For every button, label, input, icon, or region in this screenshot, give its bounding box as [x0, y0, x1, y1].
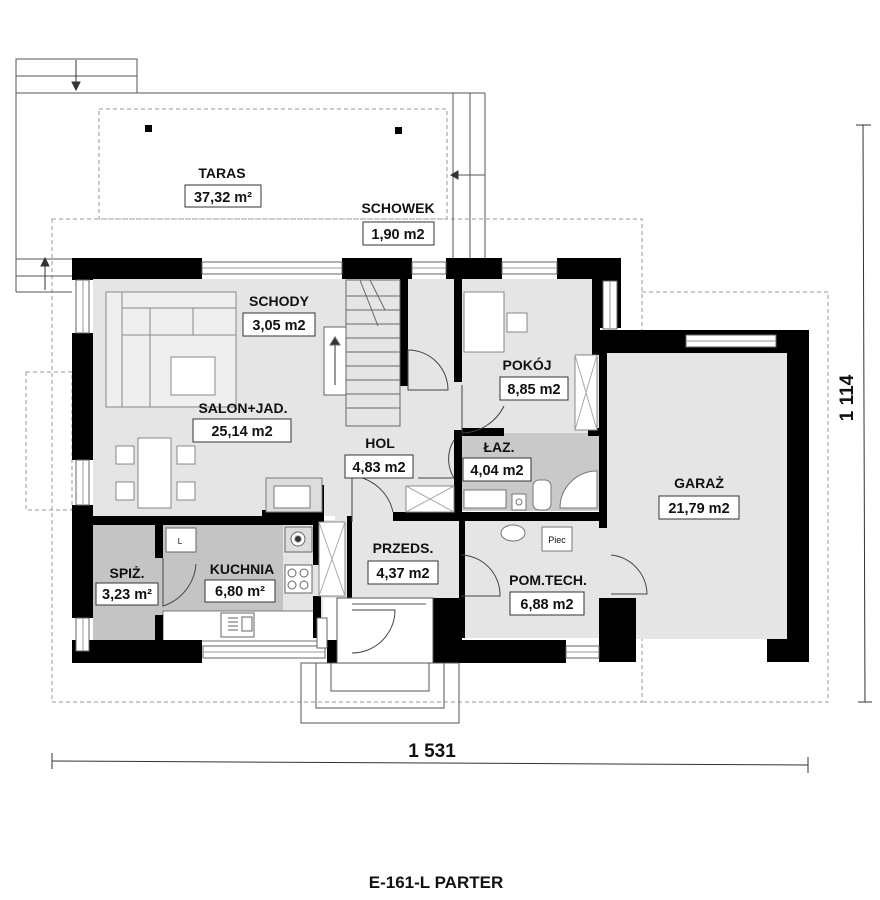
- room-area-schody: 3,05 m2: [252, 318, 305, 334]
- hall-wardrobe-lines: [405, 485, 455, 513]
- room-area-salon: 25,14 m2: [211, 424, 272, 440]
- room-area-pomtech: 6,88 m2: [520, 597, 573, 613]
- room-area-laz: 4,04 m2: [470, 463, 523, 479]
- width-dimension: 1 531: [408, 741, 456, 762]
- boiler-label: Piec: [548, 535, 566, 545]
- room-name-laz: ŁAZ.: [483, 439, 514, 455]
- fireplace-inner: [273, 485, 311, 509]
- room-name-pomtech: POM.TECH.: [509, 572, 587, 588]
- room-area-garaz: 21,79 m2: [668, 501, 729, 517]
- bathroom-fixtures: [463, 470, 598, 542]
- room-name-schody: SCHODY: [249, 293, 310, 309]
- dining-set: [115, 437, 196, 509]
- boiler-icon: Piec: [541, 526, 573, 552]
- terrace-frame: [15, 58, 486, 293]
- terrace-post-icons: [145, 125, 402, 134]
- window-lines: [82, 267, 776, 653]
- room-area-przeds: 4,37 m2: [376, 566, 429, 582]
- room-name-schowek: SCHOWEK: [361, 200, 434, 216]
- room-name-kuchnia: KUCHNIA: [210, 561, 275, 577]
- room-name-hol: HOL: [365, 435, 395, 451]
- room-area-hol: 4,83 m2: [352, 460, 405, 476]
- room-area-schowek: 1,90 m2: [371, 227, 424, 243]
- terrace-arrow-icons: [40, 60, 459, 290]
- overhang-outlines: [25, 108, 829, 703]
- dimension-depth: [856, 124, 872, 703]
- room-name-przeds: PRZEDS.: [373, 540, 434, 556]
- room-name-garaz: GARAŻ: [674, 475, 724, 491]
- room-area-pokoj: 8,85 m2: [507, 382, 560, 398]
- room-area-spiz: 3,23 m²: [102, 587, 152, 603]
- wardrobe-lines: [574, 354, 598, 431]
- pokoj-desk: [463, 291, 528, 353]
- room-labels: TARAS 37,32 m² SCHOWEK 1,90 m2 SCHODY 3,…: [95, 165, 740, 616]
- entrance-steps: [300, 597, 460, 724]
- room-area-kuchnia: 6,80 m²: [215, 584, 265, 600]
- room-name-salon: SALON+JAD.: [198, 400, 287, 416]
- room-name-spiz: SPIŻ.: [109, 565, 144, 581]
- kitchen-fixtures: [165, 526, 313, 638]
- fridge-label: L: [178, 537, 183, 546]
- plan-caption: E-161-L PARTER: [369, 873, 503, 892]
- room-area-taras: 37,32 m²: [194, 190, 252, 206]
- doors: [162, 349, 648, 654]
- dimension-width: [51, 753, 809, 773]
- depth-dimension: 1 114: [837, 374, 858, 421]
- room-name-pokoj: POKÓJ: [502, 356, 551, 373]
- closet-przeds-lines: [318, 521, 346, 597]
- coffee-table: [170, 356, 216, 396]
- staircase: [323, 279, 401, 427]
- room-name-taras: TARAS: [198, 165, 245, 181]
